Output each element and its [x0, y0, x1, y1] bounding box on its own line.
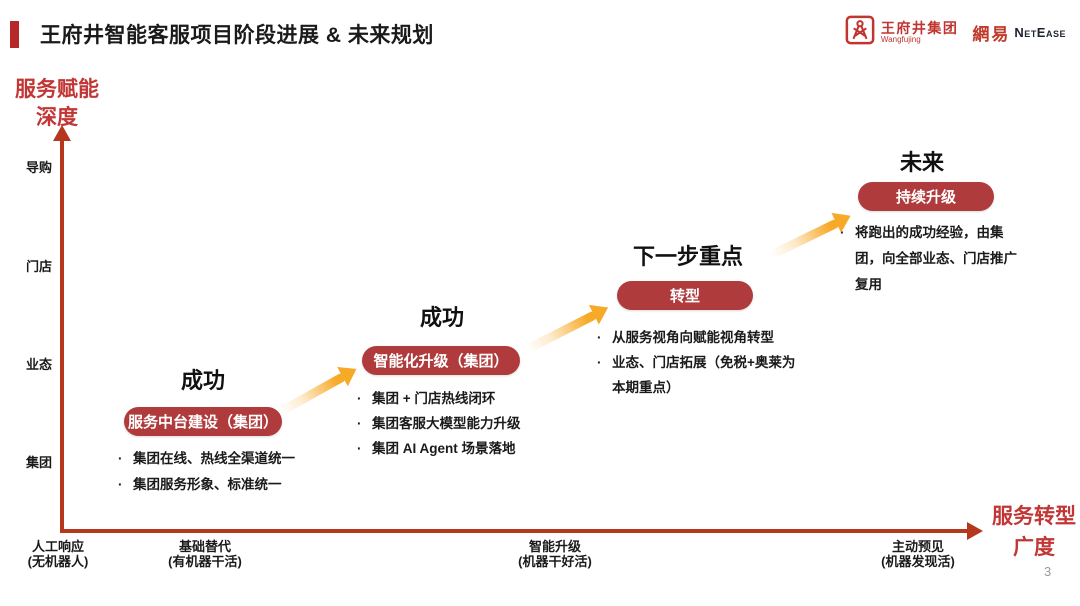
netease-logo: 網易 NetEase [972, 20, 1066, 45]
page-title: 王府井智能客服项目阶段进展 & 未来规划 [40, 24, 434, 47]
y-tick-mendian: 门店 [25, 259, 52, 274]
bullet-item: 集团服务形象、标准统一 [116, 472, 321, 498]
x-tick-jichu: 基础替代 (有机器干活) [168, 539, 242, 569]
x-axis-line [60, 529, 970, 533]
x-axis-arrowhead-icon [967, 522, 983, 540]
netease-logo-cn: 網易 [972, 25, 1011, 44]
x-axis-title: 服务转型 广度 [992, 505, 1076, 559]
y-axis-arrowhead-icon [53, 125, 71, 141]
stage1-bullets: 集团在线、热线全渠道统一 集团服务形象、标准统一 [116, 446, 321, 498]
progress-arrow-icon [526, 310, 598, 353]
wangfujing-logo-subtext: Wangfujing [880, 34, 921, 44]
stage2-bullets: 集团 + 门店热线闭环 集团客服大模型能力升级 集团 AI Agent 场景落地 [355, 386, 570, 461]
stage3-bullets: 从服务视角向赋能视角转型 业态、门店拓展（免税+奥莱为本期重点） [595, 325, 808, 400]
page-number: 3 [1044, 564, 1052, 579]
stage2-pill: 智能化升级（集团） [362, 346, 520, 375]
wangfujing-logo-text: 王府井集团 [880, 19, 959, 36]
x-tick-zhineng: 智能升级 (机器干好活) [518, 539, 592, 569]
logo-area: 王府井集团 Wangfujing 網易 NetEase [845, 15, 1066, 50]
x-tick-zhudong: 主动预见 (机器发现活) [881, 539, 955, 569]
stage4-heading: 未来 [899, 150, 945, 175]
stage1-pill: 服务中台建设（集团） [124, 407, 282, 436]
stage2-heading: 成功 [419, 305, 465, 330]
bullet-item: 将跑出的成功经验，由集团，向全部业态、门店推广复用 [838, 220, 1025, 298]
bullet-item: 从服务视角向赋能视角转型 [595, 325, 808, 350]
stage1-heading: 成功 [180, 368, 226, 393]
stage3-heading: 下一步重点 [632, 244, 744, 269]
bullet-item: 集团在线、热线全渠道统一 [116, 446, 321, 472]
netease-logo-en: NetEase [1014, 25, 1066, 40]
title-accent-bar [10, 21, 19, 48]
progress-arrow-icon [769, 218, 841, 259]
y-tick-jituan: 集团 [25, 455, 52, 470]
stage4-bullets: 将跑出的成功经验，由集团，向全部业态、门店推广复用 [838, 220, 1025, 298]
wangfujing-logo-icon [845, 15, 875, 50]
wangfujing-logo: 王府井集团 Wangfujing [845, 15, 959, 50]
x-tick-rengong: 人工响应 (无机器人) [27, 539, 89, 569]
progress-arrow-icon [279, 372, 347, 415]
y-axis-line [60, 140, 64, 532]
bullet-item: 业态、门店拓展（免税+奥莱为本期重点） [595, 350, 808, 400]
bullet-item: 集团 + 门店热线闭环 [355, 386, 570, 411]
y-axis-title: 服务赋能 深度 [15, 78, 99, 129]
stage3-pill: 转型 [617, 281, 753, 310]
bullet-item: 集团 AI Agent 场景落地 [355, 436, 570, 461]
y-tick-yetai: 业态 [25, 357, 52, 372]
bullet-item: 集团客服大模型能力升级 [355, 411, 570, 436]
stage4-pill: 持续升级 [858, 182, 994, 211]
y-tick-daogou: 导购 [25, 160, 52, 175]
